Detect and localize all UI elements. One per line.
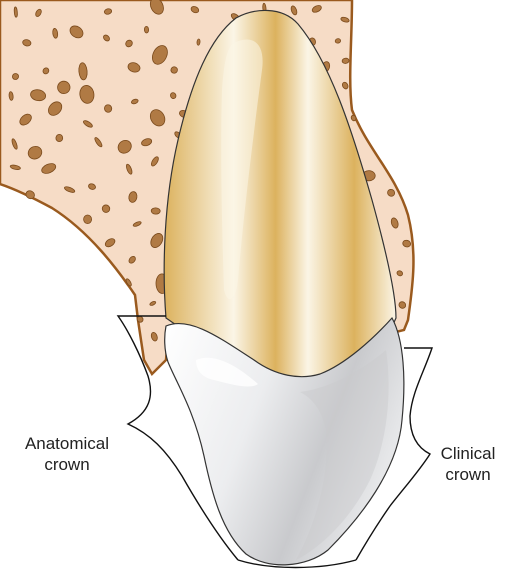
clinical-label-line1: Clinical xyxy=(428,443,508,464)
trabecula-spot xyxy=(342,58,350,64)
trabecula-spot xyxy=(335,38,341,43)
clinical-crown-label: Clinical crown xyxy=(428,443,508,485)
clinical-label-line2: crown xyxy=(428,464,508,485)
trabecula-spot xyxy=(144,26,149,33)
trabecula-spot xyxy=(56,134,63,142)
anatomical-label-line2: crown xyxy=(6,454,128,475)
trabecula-spot xyxy=(84,215,92,224)
trabecula-spot xyxy=(197,39,201,45)
anatomical-crown-label: Anatomical crown xyxy=(6,433,128,475)
anatomical-label-line1: Anatomical xyxy=(6,433,128,454)
trabecula-spot xyxy=(151,208,160,215)
